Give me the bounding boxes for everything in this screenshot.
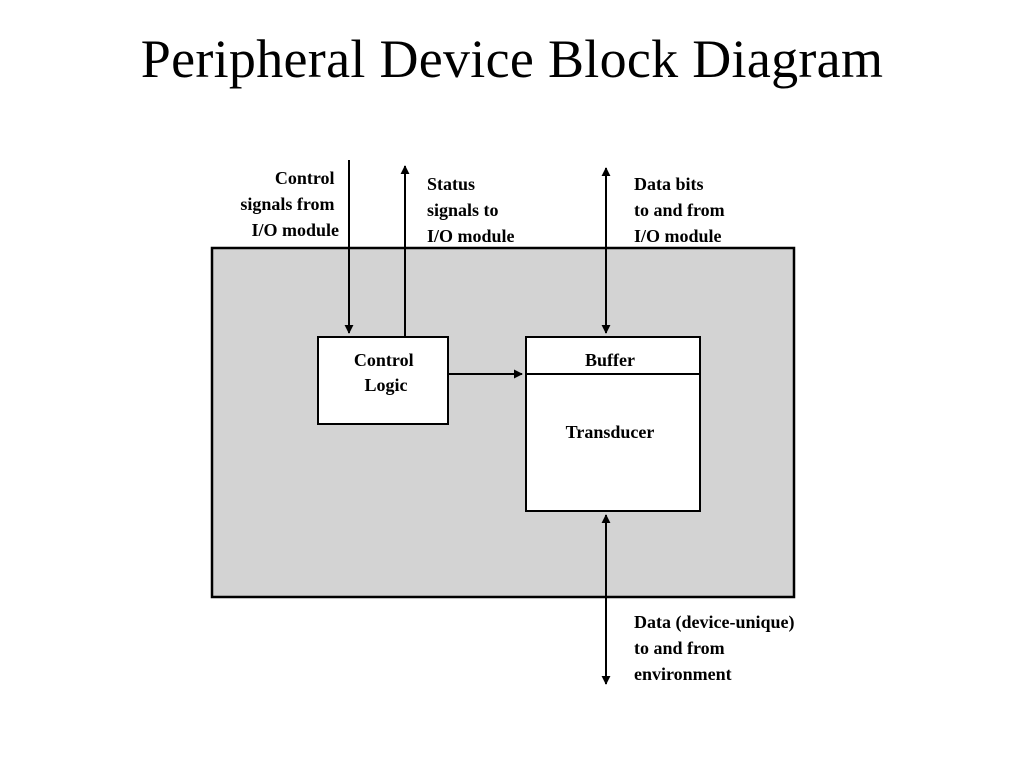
control-signals-label: Control signals from I/O module	[240, 168, 339, 240]
control-logic-block: Control Logic	[317, 336, 449, 425]
status-signals-label: Status signals to I/O module	[427, 174, 515, 246]
control-logic-label: Control Logic	[354, 350, 418, 395]
slide-title: Peripheral Device Block Diagram	[140, 29, 884, 89]
device-enclosure	[210, 246, 796, 599]
buffer-label: Buffer	[585, 350, 635, 370]
data-bits-label: Data bits to and from I/O module	[634, 174, 729, 246]
transducer-block: Buffer Transducer	[525, 336, 701, 512]
transducer-label: Transducer	[566, 422, 655, 442]
environment-data-label: Data (device-unique) to and from environ…	[634, 612, 799, 684]
